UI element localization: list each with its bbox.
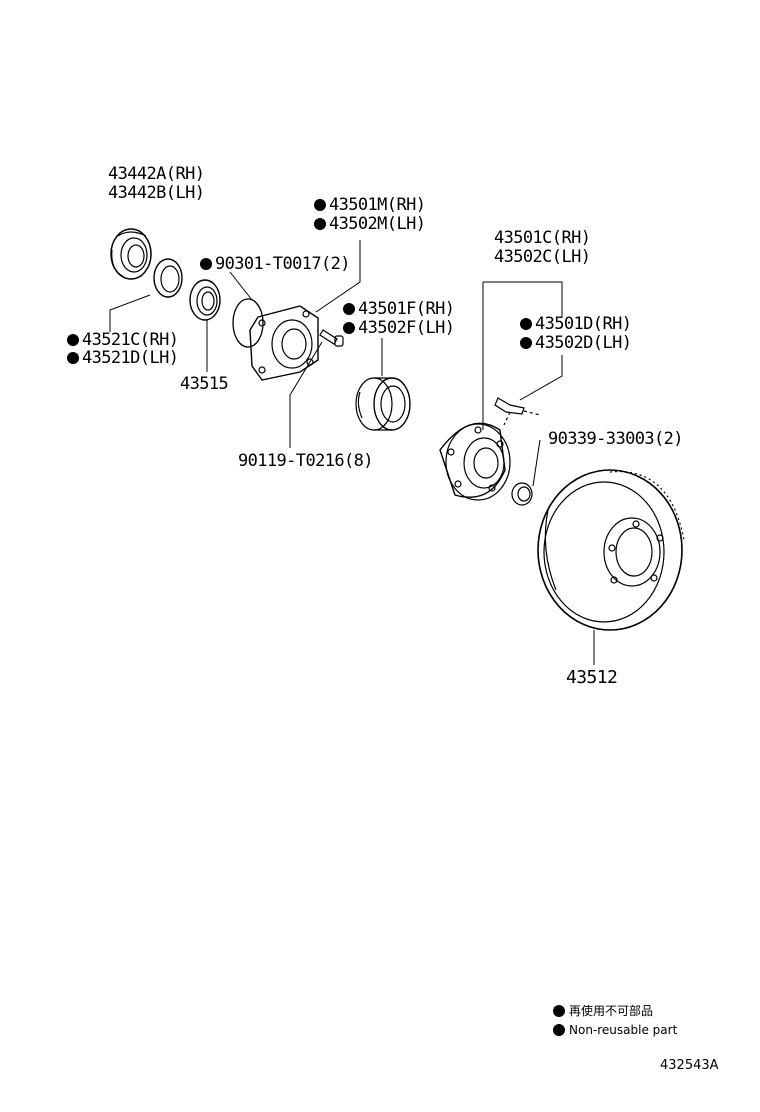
non-reusable-dot-icon — [200, 258, 212, 270]
non-reusable-dot-icon — [314, 199, 326, 211]
label-43501c: 43501C(RH) — [494, 228, 591, 248]
brake-disc-43512-drawing — [537, 469, 685, 631]
label-43442a: 43442A(RH) — [108, 164, 205, 184]
non-reusable-dot-icon — [67, 334, 79, 346]
label-43521d: 43521D(LH) — [67, 349, 179, 367]
label-43521c: 43521C(RH) — [67, 331, 179, 349]
legend-english: Non-reusable part — [553, 1022, 677, 1038]
hub-bearing-43501m-drawing — [249, 305, 319, 381]
leader-lines — [109, 240, 595, 665]
label-43502f: 43502F(LH) — [343, 319, 455, 337]
label-43515: 43515 — [180, 374, 229, 394]
oil-seal-43442-drawing — [110, 228, 152, 280]
non-reusable-dot-icon — [343, 303, 355, 315]
seal-ring-43521-drawing — [153, 258, 183, 298]
non-reusable-dot-icon — [520, 318, 532, 330]
label-43501d: 43501D(RH) — [520, 315, 632, 333]
bearing-43501f-drawing — [355, 377, 411, 431]
label-43501f: 43501F(RH) — [343, 300, 455, 318]
label-43502m: 43502M(LH) — [314, 215, 426, 233]
o-ring-90301-drawing — [232, 298, 264, 348]
non-reusable-dot-icon — [67, 352, 79, 364]
label-90339: 90339-33003(2) — [548, 429, 683, 449]
bolt-90119-drawing — [319, 329, 344, 347]
non-reusable-dot-icon — [553, 1024, 565, 1036]
label-43502d: 43502D(LH) — [520, 334, 632, 352]
non-reusable-dot-icon — [343, 322, 355, 334]
bearing-43515-drawing — [189, 279, 221, 321]
figure-number: 432543A — [660, 1058, 719, 1073]
label-90119: 90119-T0216(8) — [238, 451, 373, 471]
label-43512: 43512 — [566, 667, 618, 688]
nut-90339-drawing — [511, 482, 533, 506]
axle-hub-43501c-drawing — [439, 422, 511, 501]
hub-bolt-43501d-drawing — [494, 397, 541, 426]
label-43442b: 43442B(LH) — [108, 183, 205, 203]
label-43501m: 43501M(RH) — [314, 196, 426, 214]
label-90301: 90301-T0017(2) — [200, 255, 350, 273]
non-reusable-dot-icon — [314, 218, 326, 230]
legend-japanese: 再使用不可部品 — [553, 1003, 653, 1019]
non-reusable-dot-icon — [553, 1005, 565, 1017]
label-43502c: 43502C(LH) — [494, 247, 591, 267]
non-reusable-dot-icon — [520, 337, 532, 349]
